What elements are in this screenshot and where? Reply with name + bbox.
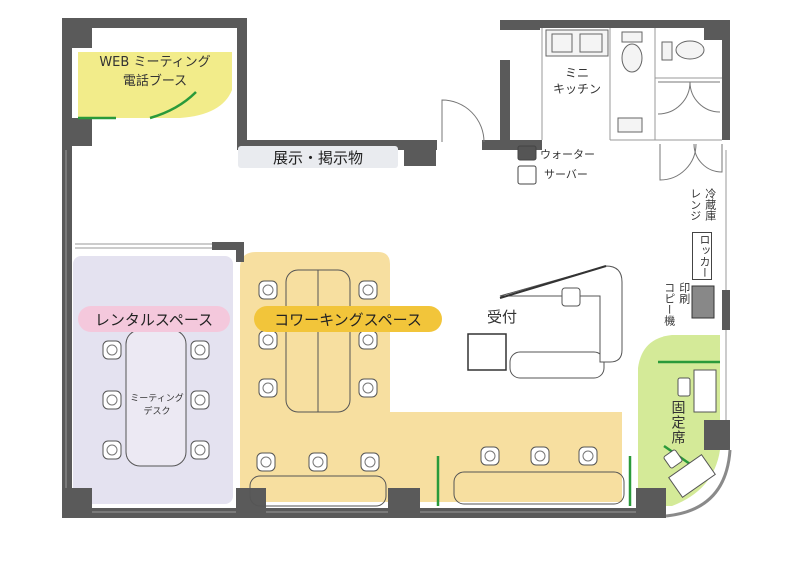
chair-seat [106, 344, 118, 356]
pillar-left-mid [62, 118, 92, 146]
wall-booth-right [237, 18, 247, 148]
copier-icon [691, 285, 715, 319]
water-server-top [517, 145, 537, 161]
water-server-label-1: ウォーター [540, 148, 595, 161]
copy-machine-label: コピー機 [662, 282, 676, 326]
pillar-bottom-left [62, 488, 92, 518]
chair-seat [582, 450, 594, 462]
water-server-icon [517, 145, 537, 185]
wall-stub-rental [212, 242, 244, 250]
reception-desk [499, 265, 623, 363]
wall-kitchen-left [500, 60, 510, 150]
phone-booth-label: 電話ブース [122, 74, 188, 89]
door-swing [693, 143, 723, 173]
wall-right [722, 20, 730, 140]
mini-label: ミニ [564, 66, 589, 80]
reception-group [467, 265, 623, 379]
chair-seat [194, 444, 206, 456]
chair-seat [106, 394, 118, 406]
door-swing [657, 81, 691, 115]
counter-desk [249, 475, 387, 507]
fixed-seat-furniture [663, 369, 717, 498]
chair-seat [194, 394, 206, 406]
pillar-right-mid [704, 420, 730, 450]
door-swing [441, 99, 485, 143]
chair-seat [312, 456, 324, 468]
rental-space-label: レンタルスペース [78, 306, 230, 332]
chairs [102, 280, 598, 472]
chair-seat [260, 456, 272, 468]
phone-booth-zone [78, 52, 232, 118]
web-meeting-label: WEB ミーティング [99, 55, 211, 70]
wall-bottom [62, 508, 662, 518]
print-label: 印刷 [677, 282, 691, 304]
fixed-seat-label: 固定席 [669, 400, 686, 445]
toilet-tank [661, 41, 673, 61]
counter-desk [453, 471, 625, 505]
reception-chair [561, 287, 581, 307]
wall-top-right [535, 20, 730, 28]
chair-seat [362, 334, 374, 346]
chair-seat [364, 456, 376, 468]
kitchen-label: キッチン [552, 82, 601, 96]
reception-box [467, 333, 507, 371]
pillar-bottom-2 [388, 488, 420, 518]
sink-icon [551, 33, 573, 53]
curved-window [665, 449, 732, 518]
wall-mid-top [237, 140, 437, 150]
stove-icon [579, 33, 603, 53]
accent-line [149, 91, 197, 120]
pillar-mid [404, 140, 436, 166]
pillar-right-top [704, 20, 730, 40]
water-server-label-2: サーバー [544, 168, 588, 181]
toilet-icon [675, 40, 705, 60]
toilet-icon [621, 43, 643, 73]
coworking-space-label: コワーキングスペース [254, 306, 442, 332]
door-swing [659, 143, 697, 181]
pillar-top-left [62, 18, 92, 48]
meeting-desk-label-1: ミーティング [130, 394, 184, 404]
water-server-bottom [517, 165, 537, 185]
reception-desk-edge [499, 265, 607, 299]
exhibition-label: 展示・掲示物 [238, 146, 398, 168]
pillar-bottom-1 [236, 488, 266, 518]
wall-mid-top-2 [482, 140, 542, 150]
pillar-bottom-3 [636, 488, 666, 518]
fixed-desk [693, 369, 717, 413]
chair-seat [534, 450, 546, 462]
wall-left [62, 18, 72, 518]
locker-label: ロッカー [692, 232, 712, 280]
fixed-desk [668, 454, 716, 498]
coworking-desks [249, 269, 625, 507]
toilet-tank [621, 31, 643, 43]
chair-seat [262, 284, 274, 296]
doors [441, 81, 723, 181]
wall-top-left [62, 18, 247, 28]
door-swing [689, 81, 721, 113]
wall-right-lower [722, 290, 730, 330]
window-lines [65, 28, 732, 518]
chair-seat [362, 284, 374, 296]
chair-seat [106, 444, 118, 456]
wall-stub-rental-v [236, 242, 244, 262]
chair-seat [194, 344, 206, 356]
wc-sink-icon [617, 117, 643, 133]
wall-kitchen-top [500, 20, 540, 30]
chair-seat [484, 450, 496, 462]
chair-seat [262, 382, 274, 394]
chair-seat [262, 334, 274, 346]
chair-seat [362, 382, 374, 394]
kitchen-fixtures [545, 29, 705, 133]
reception-label: 受付 [487, 308, 518, 326]
meeting-desk-label-2: デスク [143, 407, 171, 417]
fridge-label: 冷蔵庫 [703, 188, 717, 221]
fixed-chair [663, 449, 683, 469]
copier-body [691, 285, 715, 319]
walls [62, 18, 730, 518]
fixed-chair [677, 377, 691, 397]
range-label: レンジ [688, 188, 702, 221]
reception-counter [509, 351, 605, 379]
